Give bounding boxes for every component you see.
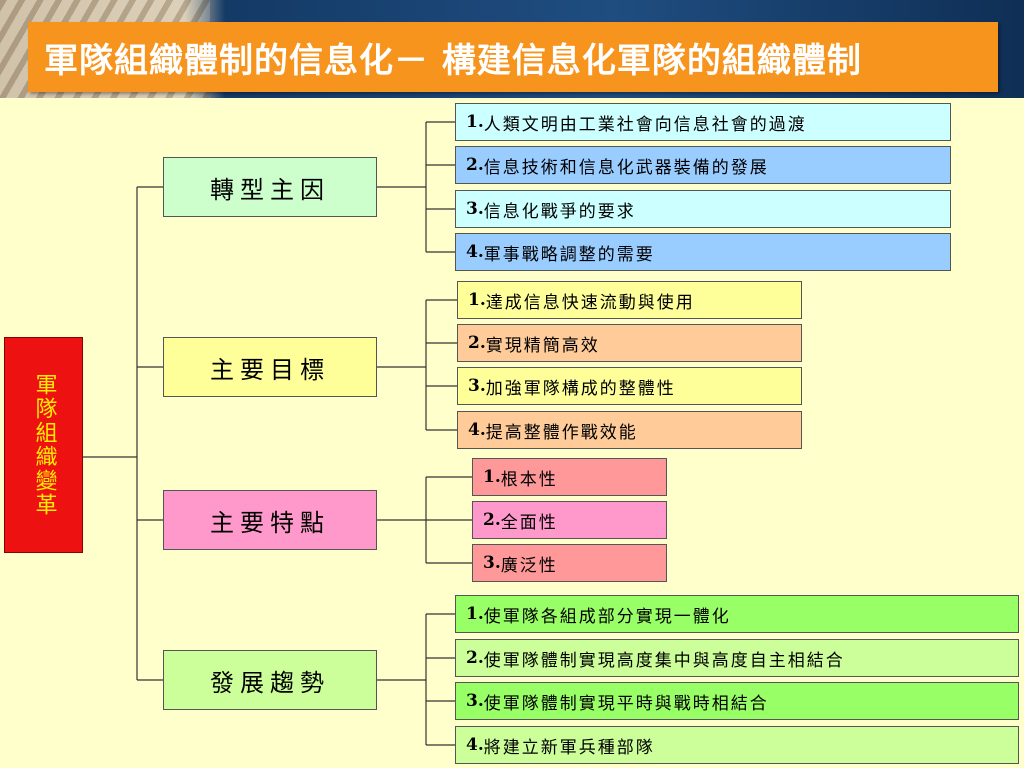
leaf-number: 1.: [466, 112, 484, 132]
leaf-number: 4.: [466, 242, 484, 262]
leaf-node: 1.人類文明由工業社會向信息社會的過渡: [455, 103, 951, 141]
leaf-text: 信息技術和信息化武器裝備的發展: [483, 157, 769, 178]
leaf-number: 3.: [466, 199, 484, 219]
root-label: 軍隊組織變革: [31, 373, 57, 517]
category-node-main-features: 主要特點: [163, 490, 377, 550]
category-node-main-goals: 主要目標: [163, 337, 377, 397]
category-label: 主要特點: [210, 508, 330, 537]
leaf-text: 信息化戰爭的要求: [483, 201, 636, 222]
leaf-text: 達成信息快速流動與使用: [485, 292, 695, 313]
leaf-node: 2.實現精簡高效: [457, 324, 802, 362]
leaf-node: 3.加強軍隊構成的整體性: [457, 367, 802, 405]
title-bar: 軍隊組織體制的信息化－ 構建信息化軍隊的組織體制: [28, 22, 998, 92]
leaf-number: 1.: [468, 290, 486, 310]
leaf-number: 2.: [466, 648, 484, 668]
leaf-number: 2.: [483, 510, 501, 530]
category-node-development-trends: 發展趨勢: [163, 650, 377, 710]
leaf-node: 4.提高整體作戰效能: [457, 411, 802, 449]
leaf-number: 3.: [468, 376, 486, 396]
leaf-text: 實現精簡高效: [485, 335, 600, 356]
category-label: 主要目標: [210, 355, 330, 384]
leaf-node: 3.使軍隊體制實現平時與戰時相結合: [455, 682, 1019, 720]
leaf-node: 3.廣泛性: [472, 544, 667, 582]
leaf-text: 人類文明由工業社會向信息社會的過渡: [483, 114, 807, 135]
leaf-node: 3.信息化戰爭的要求: [455, 190, 951, 228]
leaf-node: 4.將建立新軍兵種部隊: [455, 726, 1019, 764]
leaf-number: 4.: [466, 735, 484, 755]
root-node: 軍隊組織變革: [4, 337, 83, 553]
leaf-text: 全面性: [500, 512, 558, 533]
category-label: 發展趨勢: [210, 668, 330, 697]
leaf-number: 3.: [483, 553, 501, 573]
leaf-node: 2.全面性: [472, 501, 667, 539]
leaf-number: 1.: [466, 604, 484, 624]
leaf-text: 將建立新軍兵種部隊: [483, 737, 655, 758]
leaf-text: 軍事戰略調整的需要: [483, 244, 655, 265]
category-node-transformation-causes: 轉型主因: [163, 157, 377, 217]
leaf-number: 4.: [468, 420, 486, 440]
leaf-text: 根本性: [500, 469, 558, 490]
category-label: 轉型主因: [210, 175, 330, 204]
leaf-number: 2.: [468, 333, 486, 353]
leaf-text: 提高整體作戰效能: [485, 422, 638, 443]
leaf-text: 廣泛性: [500, 555, 558, 576]
leaf-node: 4.軍事戰略調整的需要: [455, 233, 951, 271]
leaf-number: 3.: [466, 691, 484, 711]
leaf-node: 2.使軍隊體制實現高度集中與高度自主相結合: [455, 639, 1019, 677]
leaf-text: 使軍隊各組成部分實現一體化: [483, 606, 731, 627]
slide-title: 軍隊組織體制的信息化－ 構建信息化軍隊的組織體制: [44, 40, 862, 81]
leaf-text: 使軍隊體制實現高度集中與高度自主相結合: [483, 650, 845, 671]
leaf-node: 1.使軍隊各組成部分實現一體化: [455, 595, 1019, 633]
leaf-number: 1.: [483, 467, 501, 487]
leaf-text: 加強軍隊構成的整體性: [485, 378, 676, 399]
leaf-node: 2.信息技術和信息化武器裝備的發展: [455, 146, 951, 184]
leaf-text: 使軍隊體制實現平時與戰時相結合: [483, 693, 769, 714]
leaf-node: 1.根本性: [472, 458, 667, 496]
leaf-number: 2.: [466, 155, 484, 175]
leaf-node: 1.達成信息快速流動與使用: [457, 281, 802, 319]
